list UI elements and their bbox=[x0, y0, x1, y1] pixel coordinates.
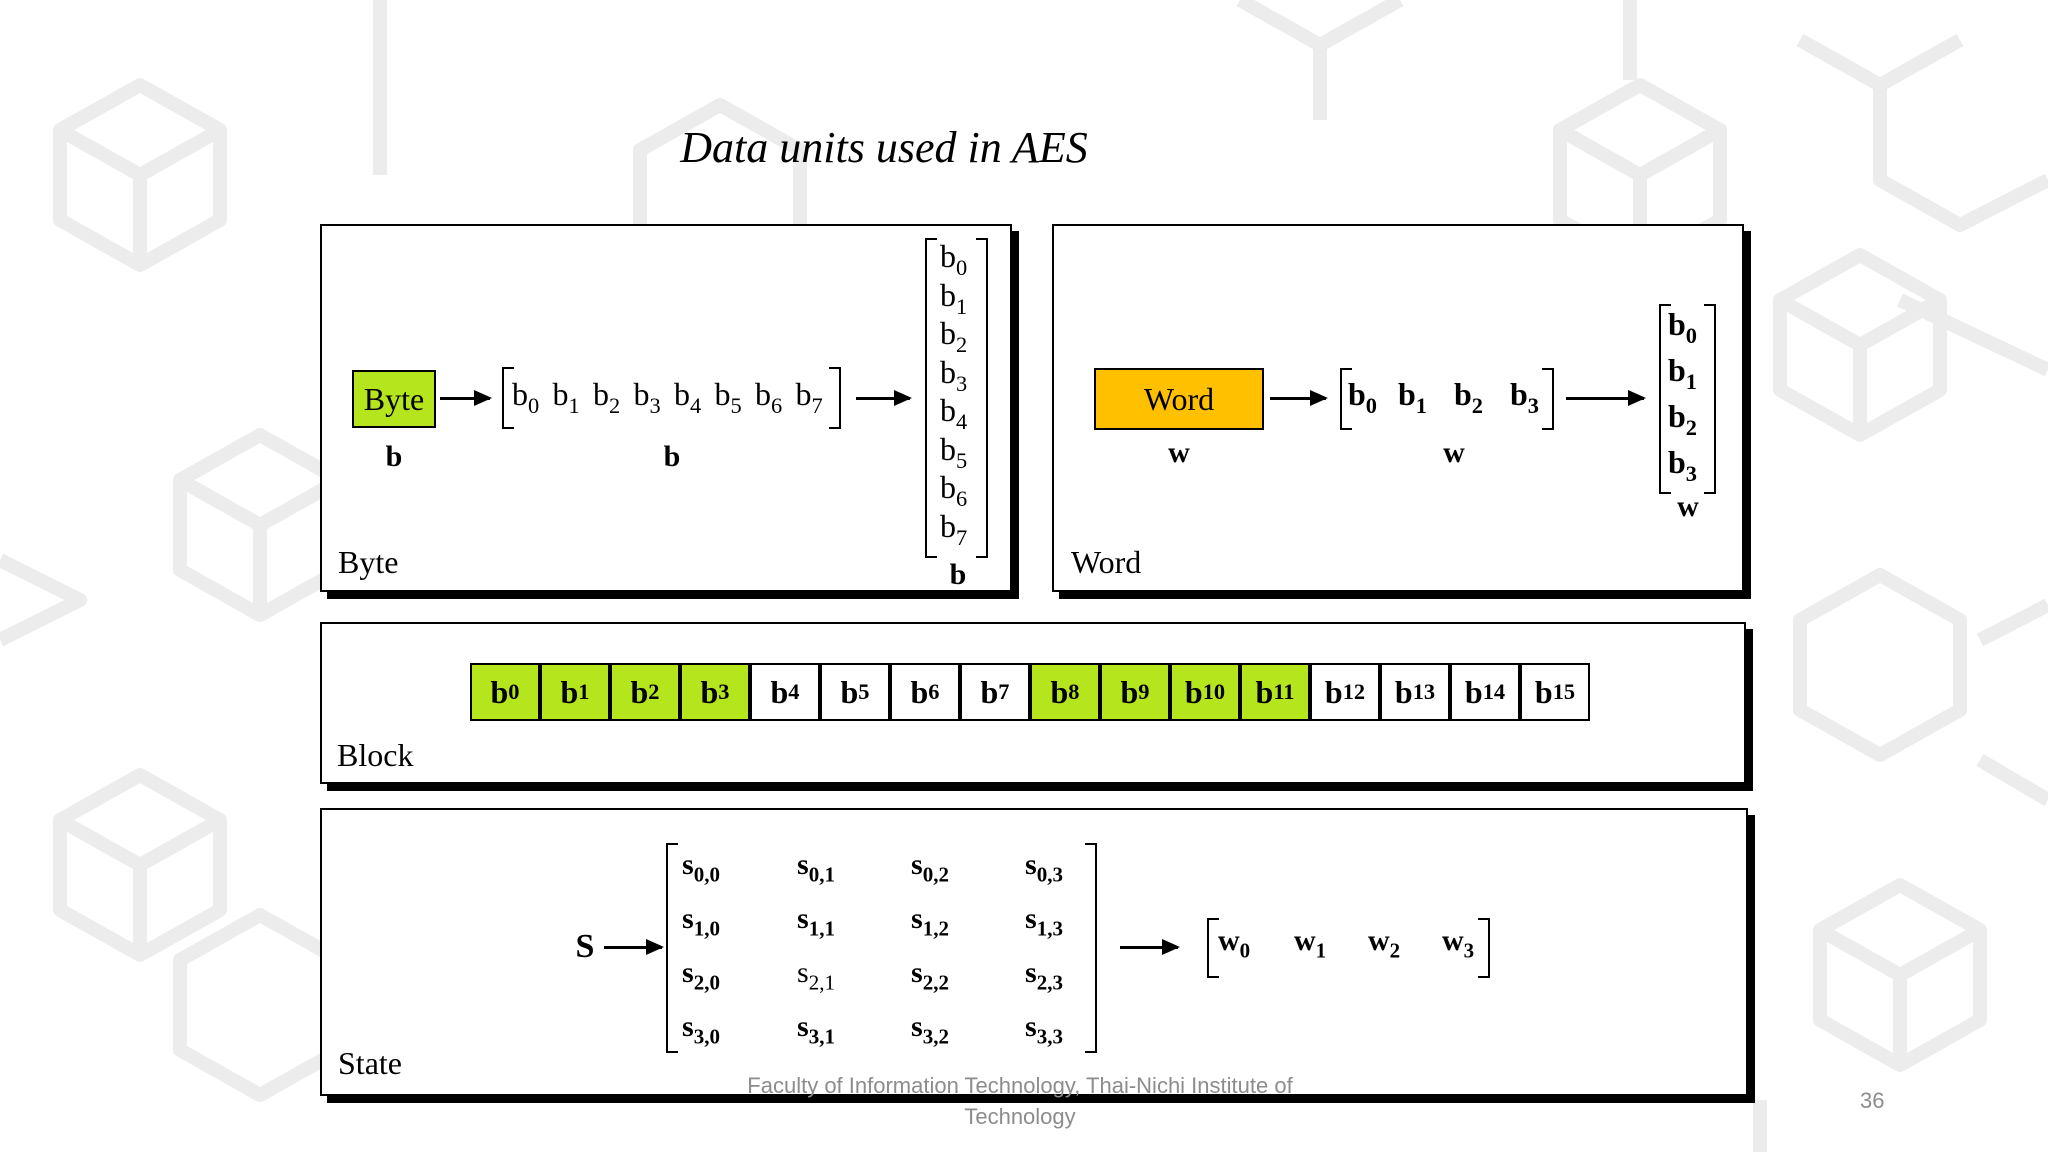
byte-row-bit: b6 bbox=[755, 376, 783, 418]
byte-col-label: b bbox=[949, 558, 967, 591]
byte-panel-label: Byte bbox=[338, 544, 399, 580]
state-matrix-bracket-left bbox=[666, 843, 678, 1053]
footer-line-1: Faculty of Information Technology, Thai-… bbox=[747, 1073, 1293, 1098]
state-matrix-cell: s3,2 bbox=[911, 1010, 949, 1049]
state-var-label: S bbox=[575, 928, 595, 965]
word-arrow-1 bbox=[1270, 390, 1328, 406]
byte-row-bit: b1 bbox=[552, 376, 580, 418]
block-panel-label: Block bbox=[337, 737, 414, 773]
state-matrix-bracket-right bbox=[1085, 843, 1097, 1053]
word-col-label: w bbox=[1677, 490, 1699, 523]
word-row-label: w bbox=[1443, 436, 1465, 469]
state-matrix-cell: s3,3 bbox=[1025, 1010, 1063, 1049]
state-matrix-cell: s1,3 bbox=[1025, 902, 1063, 941]
word-col-bracket-left bbox=[1659, 304, 1671, 494]
state-matrix-cell: s3,1 bbox=[797, 1010, 835, 1049]
byte-column-bit: b6 bbox=[940, 469, 968, 511]
state-words-bracket-right bbox=[1478, 918, 1490, 978]
byte-arrow-2 bbox=[856, 390, 912, 406]
state-panel-label: State bbox=[338, 1045, 402, 1081]
state-matrix-cell: s2,0 bbox=[682, 956, 720, 995]
diagram-title: Data units used in AES bbox=[680, 123, 1088, 172]
word-col-bracket-right bbox=[1704, 304, 1716, 494]
byte-arrow-1 bbox=[440, 390, 492, 406]
word-column-byte: b3 bbox=[1668, 444, 1697, 486]
byte-column-bit: b5 bbox=[940, 430, 968, 473]
page-number: 36 bbox=[1860, 1088, 1885, 1113]
state-word: w0 bbox=[1218, 924, 1251, 963]
footer-line-2: Technology bbox=[964, 1104, 1076, 1129]
state-words-bracket-left bbox=[1207, 918, 1219, 978]
byte-col-bracket-right bbox=[976, 238, 988, 558]
word-row-byte: b2 bbox=[1454, 376, 1483, 418]
state-matrix-cell: s1,1 bbox=[797, 902, 835, 941]
state-panel bbox=[320, 808, 1748, 1096]
byte-row-bit: b7 bbox=[795, 376, 823, 418]
state-word: w1 bbox=[1294, 924, 1327, 963]
word-column-byte: b2 bbox=[1668, 398, 1697, 440]
byte-row-bracket-left bbox=[502, 367, 514, 429]
state-arrow-1 bbox=[604, 939, 664, 955]
state-matrix-cell: s3,0 bbox=[682, 1010, 720, 1049]
state-matrix-cell: s2,3 bbox=[1025, 956, 1063, 995]
word-row-byte: b1 bbox=[1398, 376, 1427, 418]
word-row-bracket-left bbox=[1340, 368, 1352, 430]
byte-row-bit: b0 bbox=[512, 376, 540, 418]
byte-column-bit: b3 bbox=[940, 353, 968, 396]
byte-col-bracket-left bbox=[925, 238, 937, 558]
word-row-byte: b0 bbox=[1348, 376, 1377, 418]
byte-row-bit: b4 bbox=[674, 376, 702, 418]
byte-column-bit: b2 bbox=[940, 315, 968, 357]
word-arrow-2 bbox=[1566, 390, 1646, 406]
byte-row-bit: b3 bbox=[633, 376, 661, 418]
byte-column-bit: b7 bbox=[940, 507, 968, 550]
byte-row-bit: b5 bbox=[714, 376, 742, 418]
word-box: Word bbox=[1094, 368, 1264, 430]
state-matrix-cell: s0,2 bbox=[911, 848, 949, 887]
byte-row-label: b bbox=[663, 440, 681, 473]
byte-var-label: b bbox=[385, 440, 403, 473]
state-matrix-cell: s0,0 bbox=[682, 848, 720, 887]
state-matrix-cell: s1,2 bbox=[911, 902, 949, 941]
byte-row-bracket-right bbox=[829, 367, 841, 429]
state-word: w2 bbox=[1368, 924, 1401, 963]
word-var-label: w bbox=[1168, 436, 1190, 469]
byte-column-bit: b4 bbox=[940, 392, 968, 434]
footer-text: Faculty of Information Technology, Thai-… bbox=[700, 1070, 1340, 1132]
state-matrix-cell: s0,1 bbox=[797, 848, 835, 887]
state-matrix-cell: s0,3 bbox=[1025, 848, 1063, 887]
byte-box: Byte bbox=[352, 370, 436, 428]
byte-column-bit: b1 bbox=[940, 276, 968, 319]
word-row-byte: b3 bbox=[1510, 376, 1539, 418]
state-matrix-cell: s1,0 bbox=[682, 902, 720, 941]
state-matrix-cell: s2,1 bbox=[797, 956, 835, 995]
byte-row-bit: b2 bbox=[593, 376, 621, 418]
word-column-byte: b1 bbox=[1668, 352, 1697, 394]
word-row-bracket-right bbox=[1542, 368, 1554, 430]
word-panel-label: Word bbox=[1071, 544, 1142, 580]
state-word: w3 bbox=[1442, 924, 1475, 963]
byte-column-bit: b0 bbox=[940, 238, 968, 280]
word-column-byte: b0 bbox=[1668, 306, 1697, 348]
state-matrix-cell: s2,2 bbox=[911, 956, 949, 995]
state-arrow-2 bbox=[1120, 939, 1180, 955]
